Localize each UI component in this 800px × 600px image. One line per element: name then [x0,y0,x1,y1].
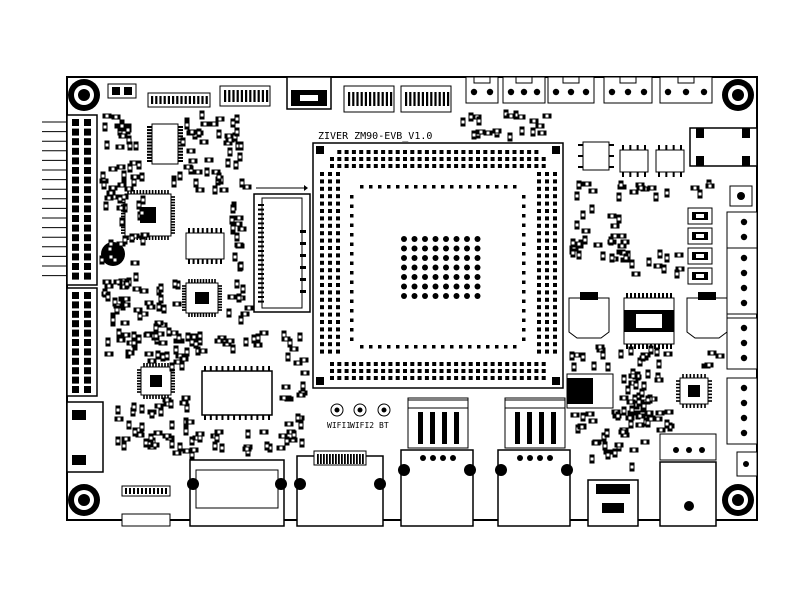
mounting-hole-bottom-right [722,484,754,516]
voltage-regulator-right [686,292,728,339]
left-lower-header [66,287,98,397]
top-small-jumper [107,83,137,99]
antenna-pads [330,403,391,417]
qfn-chip-right [676,374,712,408]
power-mosfet [566,373,614,409]
dip-switches [687,207,713,285]
top-ffc-connector-4 [400,85,452,113]
passive-components [99,109,725,472]
voltage-regulator-left [568,292,610,339]
hdmi-connector [187,459,287,527]
right-top-soic-2 [655,145,685,177]
right-soic-chip [623,293,675,349]
vertical-chip-left [147,123,183,165]
mounting-hole-bottom-left [68,484,100,516]
mounting-hole-top-left [68,79,100,111]
left-edge-connector [66,401,104,473]
top-ffc-connector-1 [147,92,211,108]
main-soc [312,142,564,389]
top-jst-connectors [465,76,713,104]
top-ffc-connector-3 [343,85,395,113]
micro-usb-connector [587,479,639,527]
qfp-chip-large [121,190,175,240]
wifi2-label: WIFI2 [350,421,374,430]
rj45-port-2 [495,397,573,527]
left-pin-header [42,114,98,286]
usb-connector-lower [294,450,386,527]
right-jst-connectors [726,211,758,445]
right-top-soic-1 [619,145,649,177]
board-title: ZIVER ZM90-EVB_V1.0 [318,131,432,142]
top-usb-connector [286,76,332,110]
rj45-port-1 [398,397,476,527]
wifi1-label: WIFI1 [327,421,351,430]
right-top-ic [578,141,614,171]
sd-card-slot [253,185,311,313]
soic-chip-left [185,228,225,264]
small-ffc-lower [121,485,171,527]
power-jack [689,127,758,167]
large-soic-chip [201,366,273,420]
right-edge-switch [736,451,758,477]
mounting-hole-top-right [722,79,754,111]
dc-power-jack [659,433,717,527]
qfp-chip-lower [137,363,175,399]
tactile-button [729,185,753,207]
qfp-chip-small [182,279,222,317]
top-ffc-connector-2 [219,85,271,107]
bt-label: BT [379,421,389,430]
